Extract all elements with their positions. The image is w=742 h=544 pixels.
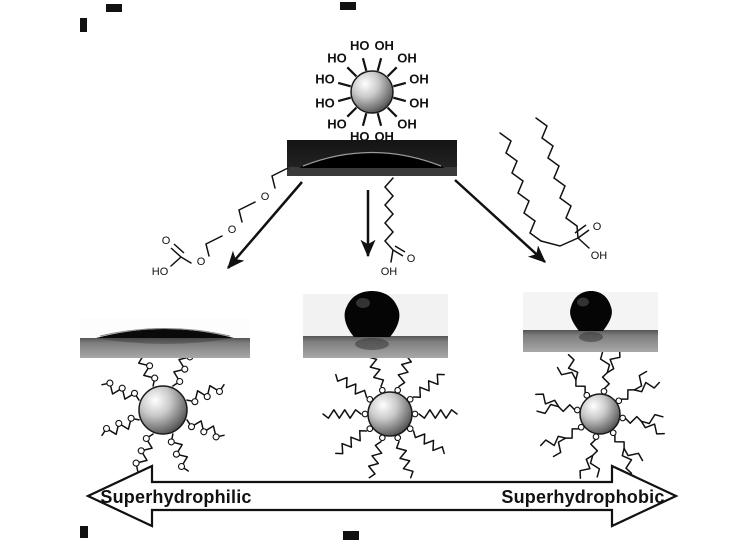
droplet-reflection	[579, 332, 603, 342]
hydroxyl-label: OH	[409, 71, 429, 86]
carbonyl-double-bond	[170, 243, 185, 258]
droplet-highlight	[302, 151, 442, 167]
droplet-highlight	[577, 297, 589, 307]
oxygen-label: O	[261, 191, 270, 203]
nanoparticle-branched-shell	[535, 349, 665, 479]
hydroxyl-label: HO	[327, 50, 347, 65]
functionalization-arrow-left	[227, 181, 303, 269]
scale-label-left: Superhydrophilic	[100, 487, 251, 507]
carbonyl-double-bond	[574, 224, 590, 239]
oxygen-label: O	[228, 224, 237, 236]
nanoparticle-alkyl-shell	[322, 349, 458, 479]
substrate	[80, 338, 250, 358]
droplet-highlight	[99, 328, 231, 337]
ligand-structure-middle: O OH	[381, 177, 416, 278]
hydroxyl-label: HO	[327, 116, 347, 131]
bond-skeleton-tail-b	[535, 117, 578, 227]
contact-angle-photo-hydrophobic	[303, 291, 448, 358]
carboxyl-oh-label: OH	[381, 266, 398, 278]
bond-skeleton-tail-a	[499, 132, 542, 242]
wettability-scale-arrow: Superhydrophilic Superhydrophobic	[85, 464, 679, 528]
crop-marks	[80, 2, 359, 540]
contact-angle-photo-hydrophilic	[80, 318, 250, 358]
bond-skeleton	[170, 167, 289, 267]
carboxyl-oh-label: HO	[152, 266, 169, 278]
bond-skeleton	[383, 177, 395, 263]
water-droplet	[344, 291, 400, 337]
carbonyl-oxygen-label: O	[162, 235, 171, 247]
substrate	[287, 167, 457, 176]
nanoparticle-core	[367, 391, 413, 437]
hydroxyl-bonds	[337, 57, 407, 127]
oxygen-label: O	[197, 256, 206, 268]
carboxyl-oh-label: OH	[591, 250, 608, 262]
droplet-reflection	[96, 338, 234, 344]
water-droplet	[96, 329, 234, 338]
hydroxyl-label: OH	[409, 95, 429, 110]
contact-angle-photo-superhydrophobic	[523, 291, 658, 352]
nanoparticle-core	[350, 70, 394, 114]
ligand-structure-right: O OH	[499, 117, 608, 262]
double-arrow-outline	[85, 464, 679, 528]
scale-label-right: Superhydrophobic	[501, 487, 664, 507]
droplet-highlight	[356, 298, 370, 308]
crop-mark	[106, 4, 122, 12]
contact-angle-photo-top	[287, 140, 457, 176]
hydroxyl-label: OH	[397, 50, 417, 65]
droplet-reflection	[355, 338, 389, 350]
hydroxyl-label: OH	[397, 116, 417, 131]
hydroxyl-label: OH	[374, 38, 394, 53]
alkyl-chains	[322, 349, 458, 479]
nanoparticle-peg-shell	[101, 348, 225, 472]
hydroxyl-label: HO	[350, 38, 370, 53]
nanoparticle-core	[579, 393, 621, 435]
hydroxyl-label: HO	[315, 71, 335, 86]
nanoparticle-core	[138, 385, 188, 435]
carbonyl-oxygen-label: O	[407, 253, 416, 265]
top-nanoparticle: HO OH OH OH OH OH OH HO HO HO HO HO	[315, 38, 429, 144]
functionalization-arrow-right	[454, 179, 546, 263]
functionalization-arrows	[227, 179, 546, 269]
hydroxyl-label: HO	[315, 95, 335, 110]
crop-mark	[80, 18, 87, 32]
crop-mark	[340, 2, 356, 10]
water-droplet	[570, 291, 612, 331]
crop-mark	[343, 531, 359, 540]
carbonyl-double-bond	[392, 245, 406, 257]
bond-skeleton-junction	[540, 225, 590, 249]
crop-mark	[80, 526, 88, 538]
carbonyl-oxygen-label: O	[593, 221, 602, 233]
ligand-structure-left: O O O O HO	[152, 167, 289, 278]
